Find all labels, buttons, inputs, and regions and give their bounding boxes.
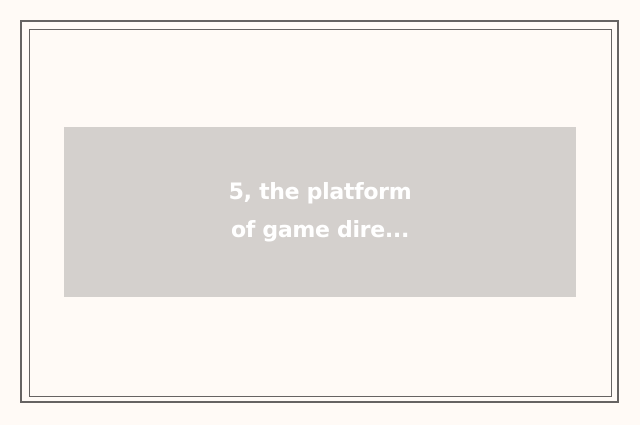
card-title-line-2: of game dire... (230, 218, 410, 243)
outer-frame-border (20, 20, 619, 403)
card-title-line-1: 5, the platform (228, 180, 412, 205)
inner-frame-border (29, 29, 612, 397)
image-placeholder-card[interactable]: 5, the platform of game dire... (64, 127, 576, 297)
card-title: 5, the platform of game dire... (220, 174, 420, 250)
